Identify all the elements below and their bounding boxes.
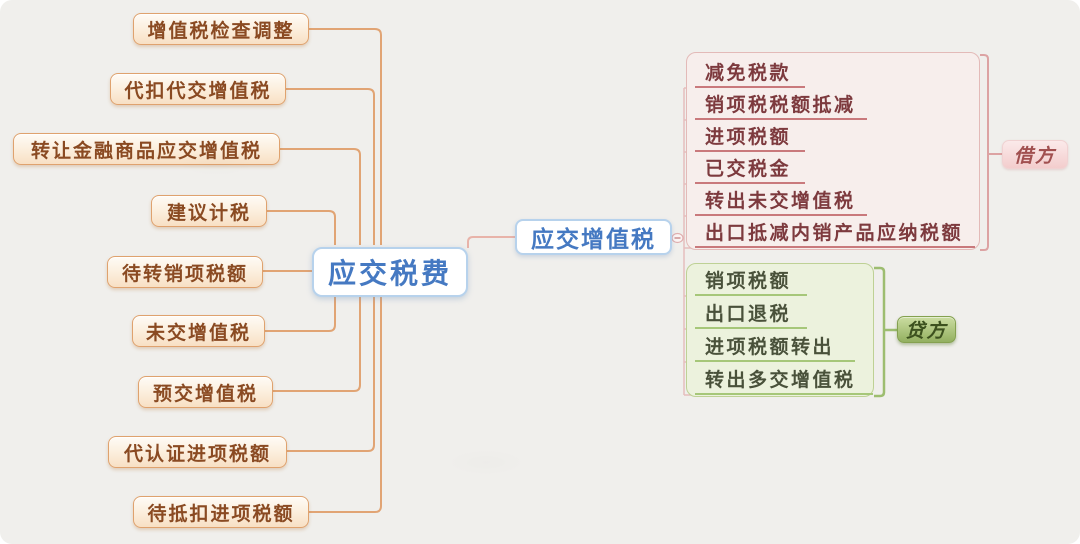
debit-item[interactable]: 销项税税额抵减	[695, 89, 867, 120]
left-topic[interactable]: 建议计税	[151, 195, 267, 227]
root-connector	[467, 236, 515, 248]
credit-label[interactable]: 贷方	[897, 316, 956, 343]
left-topic[interactable]: 待抵扣进项税额	[133, 496, 309, 528]
left-topic[interactable]: 预交增值税	[138, 376, 273, 408]
left-topic[interactable]: 增值税检查调整	[133, 13, 309, 45]
left-topic[interactable]: 待转销项税额	[107, 256, 263, 288]
credit-item[interactable]: 销项税额	[695, 265, 807, 296]
debit-bracket	[980, 54, 1002, 251]
debit-item[interactable]: 出口抵减内销产品应纳税额	[695, 217, 975, 248]
credit-item[interactable]: 出口退税	[695, 298, 807, 329]
credit-group-boundary[interactable]	[686, 263, 874, 397]
collapse-handle-icon[interactable]	[671, 232, 684, 244]
left-topic[interactable]: 代扣代交增值税	[110, 73, 286, 105]
debit-item[interactable]: 转出未交增值税	[695, 185, 867, 216]
left-topic[interactable]: 代认证进项税额	[108, 436, 287, 468]
debit-item[interactable]: 已交税金	[695, 153, 805, 184]
credit-bracket	[874, 266, 897, 398]
vat-topic[interactable]: 应交增值税	[515, 219, 672, 255]
debit-item[interactable]: 减免税款	[695, 57, 805, 88]
credit-item[interactable]: 转出多交增值税	[695, 364, 873, 395]
credit-item[interactable]: 进项税额转出	[695, 331, 855, 362]
debit-item[interactable]: 进项税额	[695, 121, 805, 152]
root-topic[interactable]: 应交税费	[312, 247, 468, 297]
left-branch-connectors	[263, 28, 382, 513]
left-topic[interactable]: 未交增值税	[132, 315, 265, 347]
debit-label[interactable]: 借方	[1002, 140, 1068, 169]
left-topic[interactable]: 转让金融商品应交增值税	[13, 133, 280, 165]
